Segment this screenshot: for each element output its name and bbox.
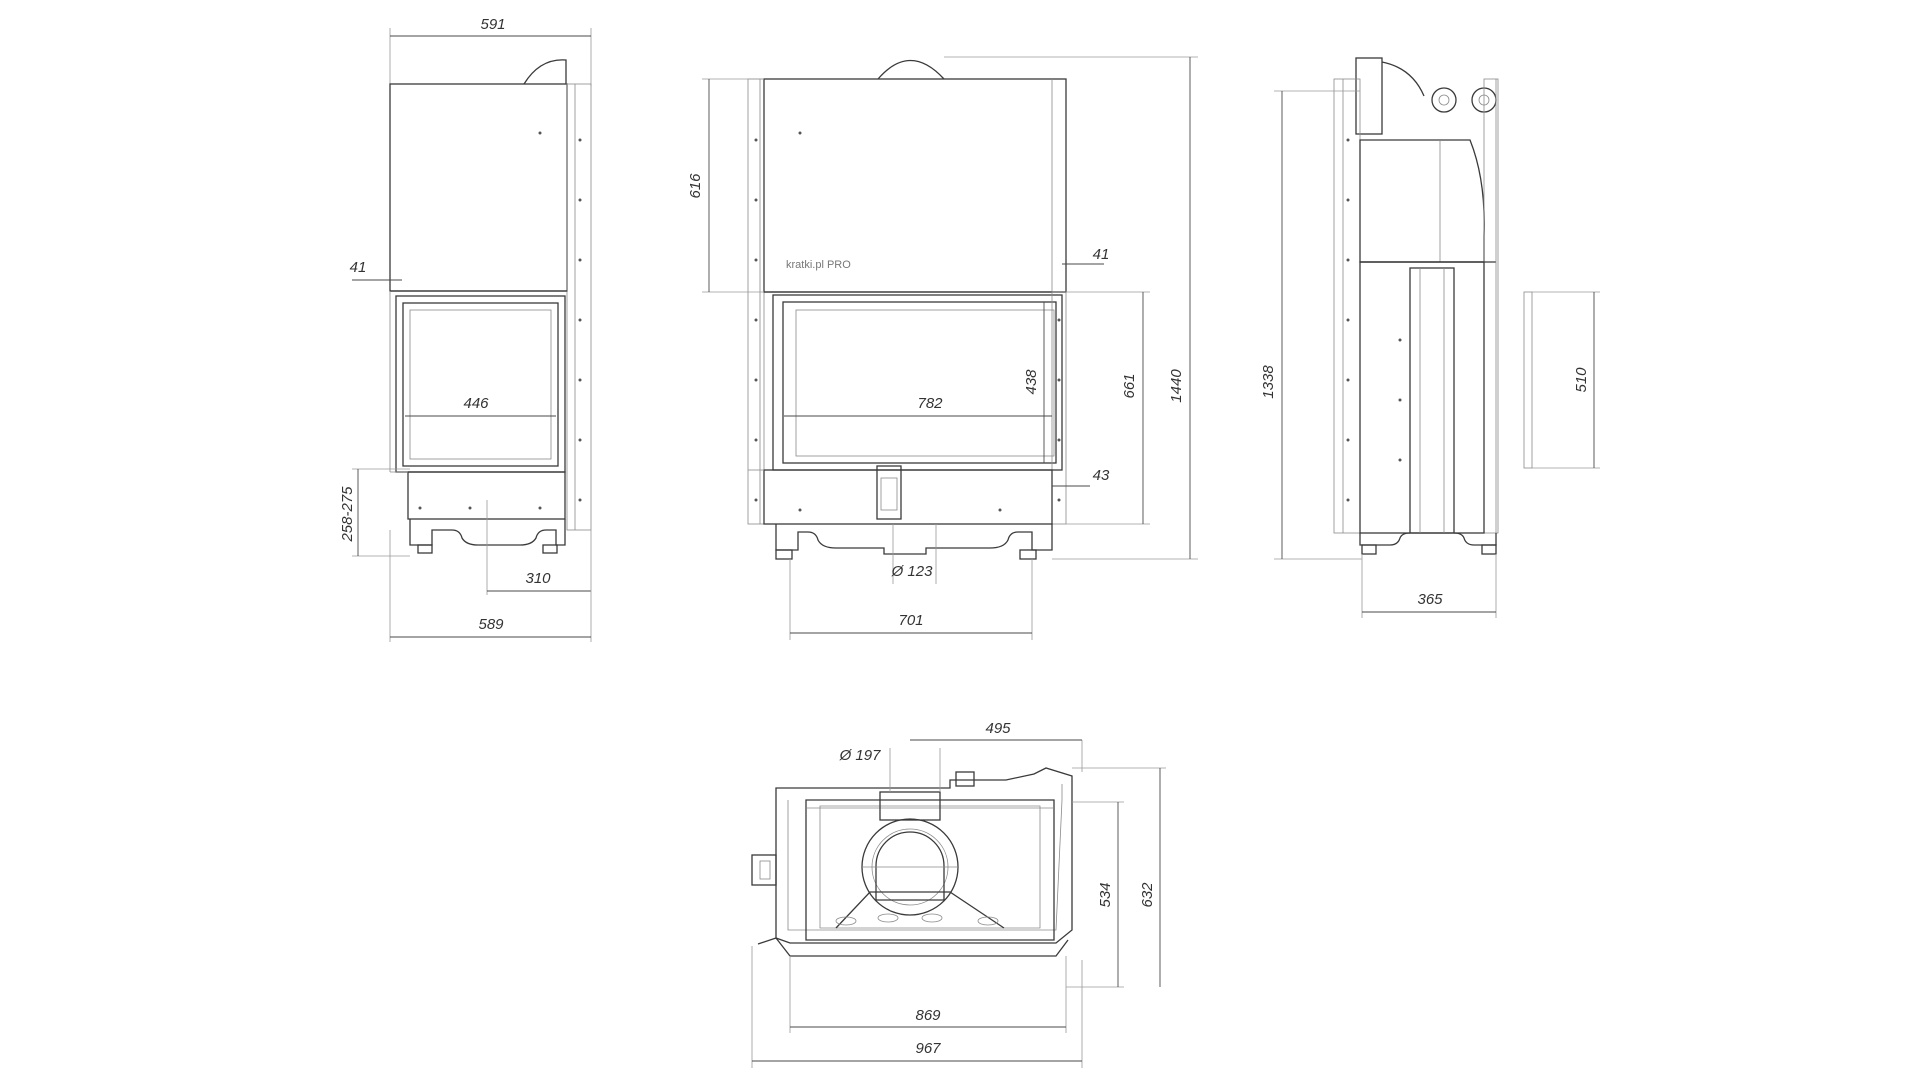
dim-air-inlet-diameter: Ø 123: [891, 563, 934, 580]
dim-top-width-outer: 967: [915, 1040, 941, 1057]
side-view: 1338 510 365: [1260, 57, 1600, 618]
dim-side-depth: 365: [1417, 591, 1443, 608]
dim-flue-offset: 495: [985, 720, 1011, 737]
dim-top-width-inner: 869: [915, 1007, 941, 1024]
dim-glass-height: 438: [1023, 369, 1040, 395]
top-view: Ø 197 495 534 632 869 967: [751, 720, 1166, 1068]
dim-total-height: 1440: [1168, 369, 1185, 403]
front-main-view: kratki.pl PRO 61: [687, 56, 1198, 640]
dim-base-width-left: 589: [478, 616, 504, 633]
dim-leg-height: 258-275: [339, 486, 356, 543]
dim-side-door-height: 510: [1573, 367, 1590, 393]
brand-label: kratki.pl PRO: [786, 259, 851, 271]
dim-door-height: 661: [1121, 373, 1138, 398]
dim-bottom-offset: 43: [1093, 467, 1110, 484]
dim-glass-width-main: 782: [917, 395, 943, 412]
dim-top-depth-inner: 534: [1097, 882, 1114, 907]
dim-frame-offset-right: 41: [1093, 246, 1110, 263]
dim-width-top: 591: [480, 16, 505, 33]
dim-base-width-main: 701: [898, 612, 923, 629]
front-left-view: 591 41: [339, 16, 592, 642]
dim-top-depth-outer: 632: [1139, 882, 1156, 908]
dim-flue-diameter: Ø 197: [839, 747, 882, 764]
dim-top-height: 616: [687, 173, 704, 199]
dim-side-total-height: 1338: [1260, 365, 1277, 399]
dim-outlet-offset: 310: [525, 570, 551, 587]
dim-glass-width-left: 446: [463, 395, 489, 412]
dim-frame-offset-left: 41: [350, 259, 367, 276]
